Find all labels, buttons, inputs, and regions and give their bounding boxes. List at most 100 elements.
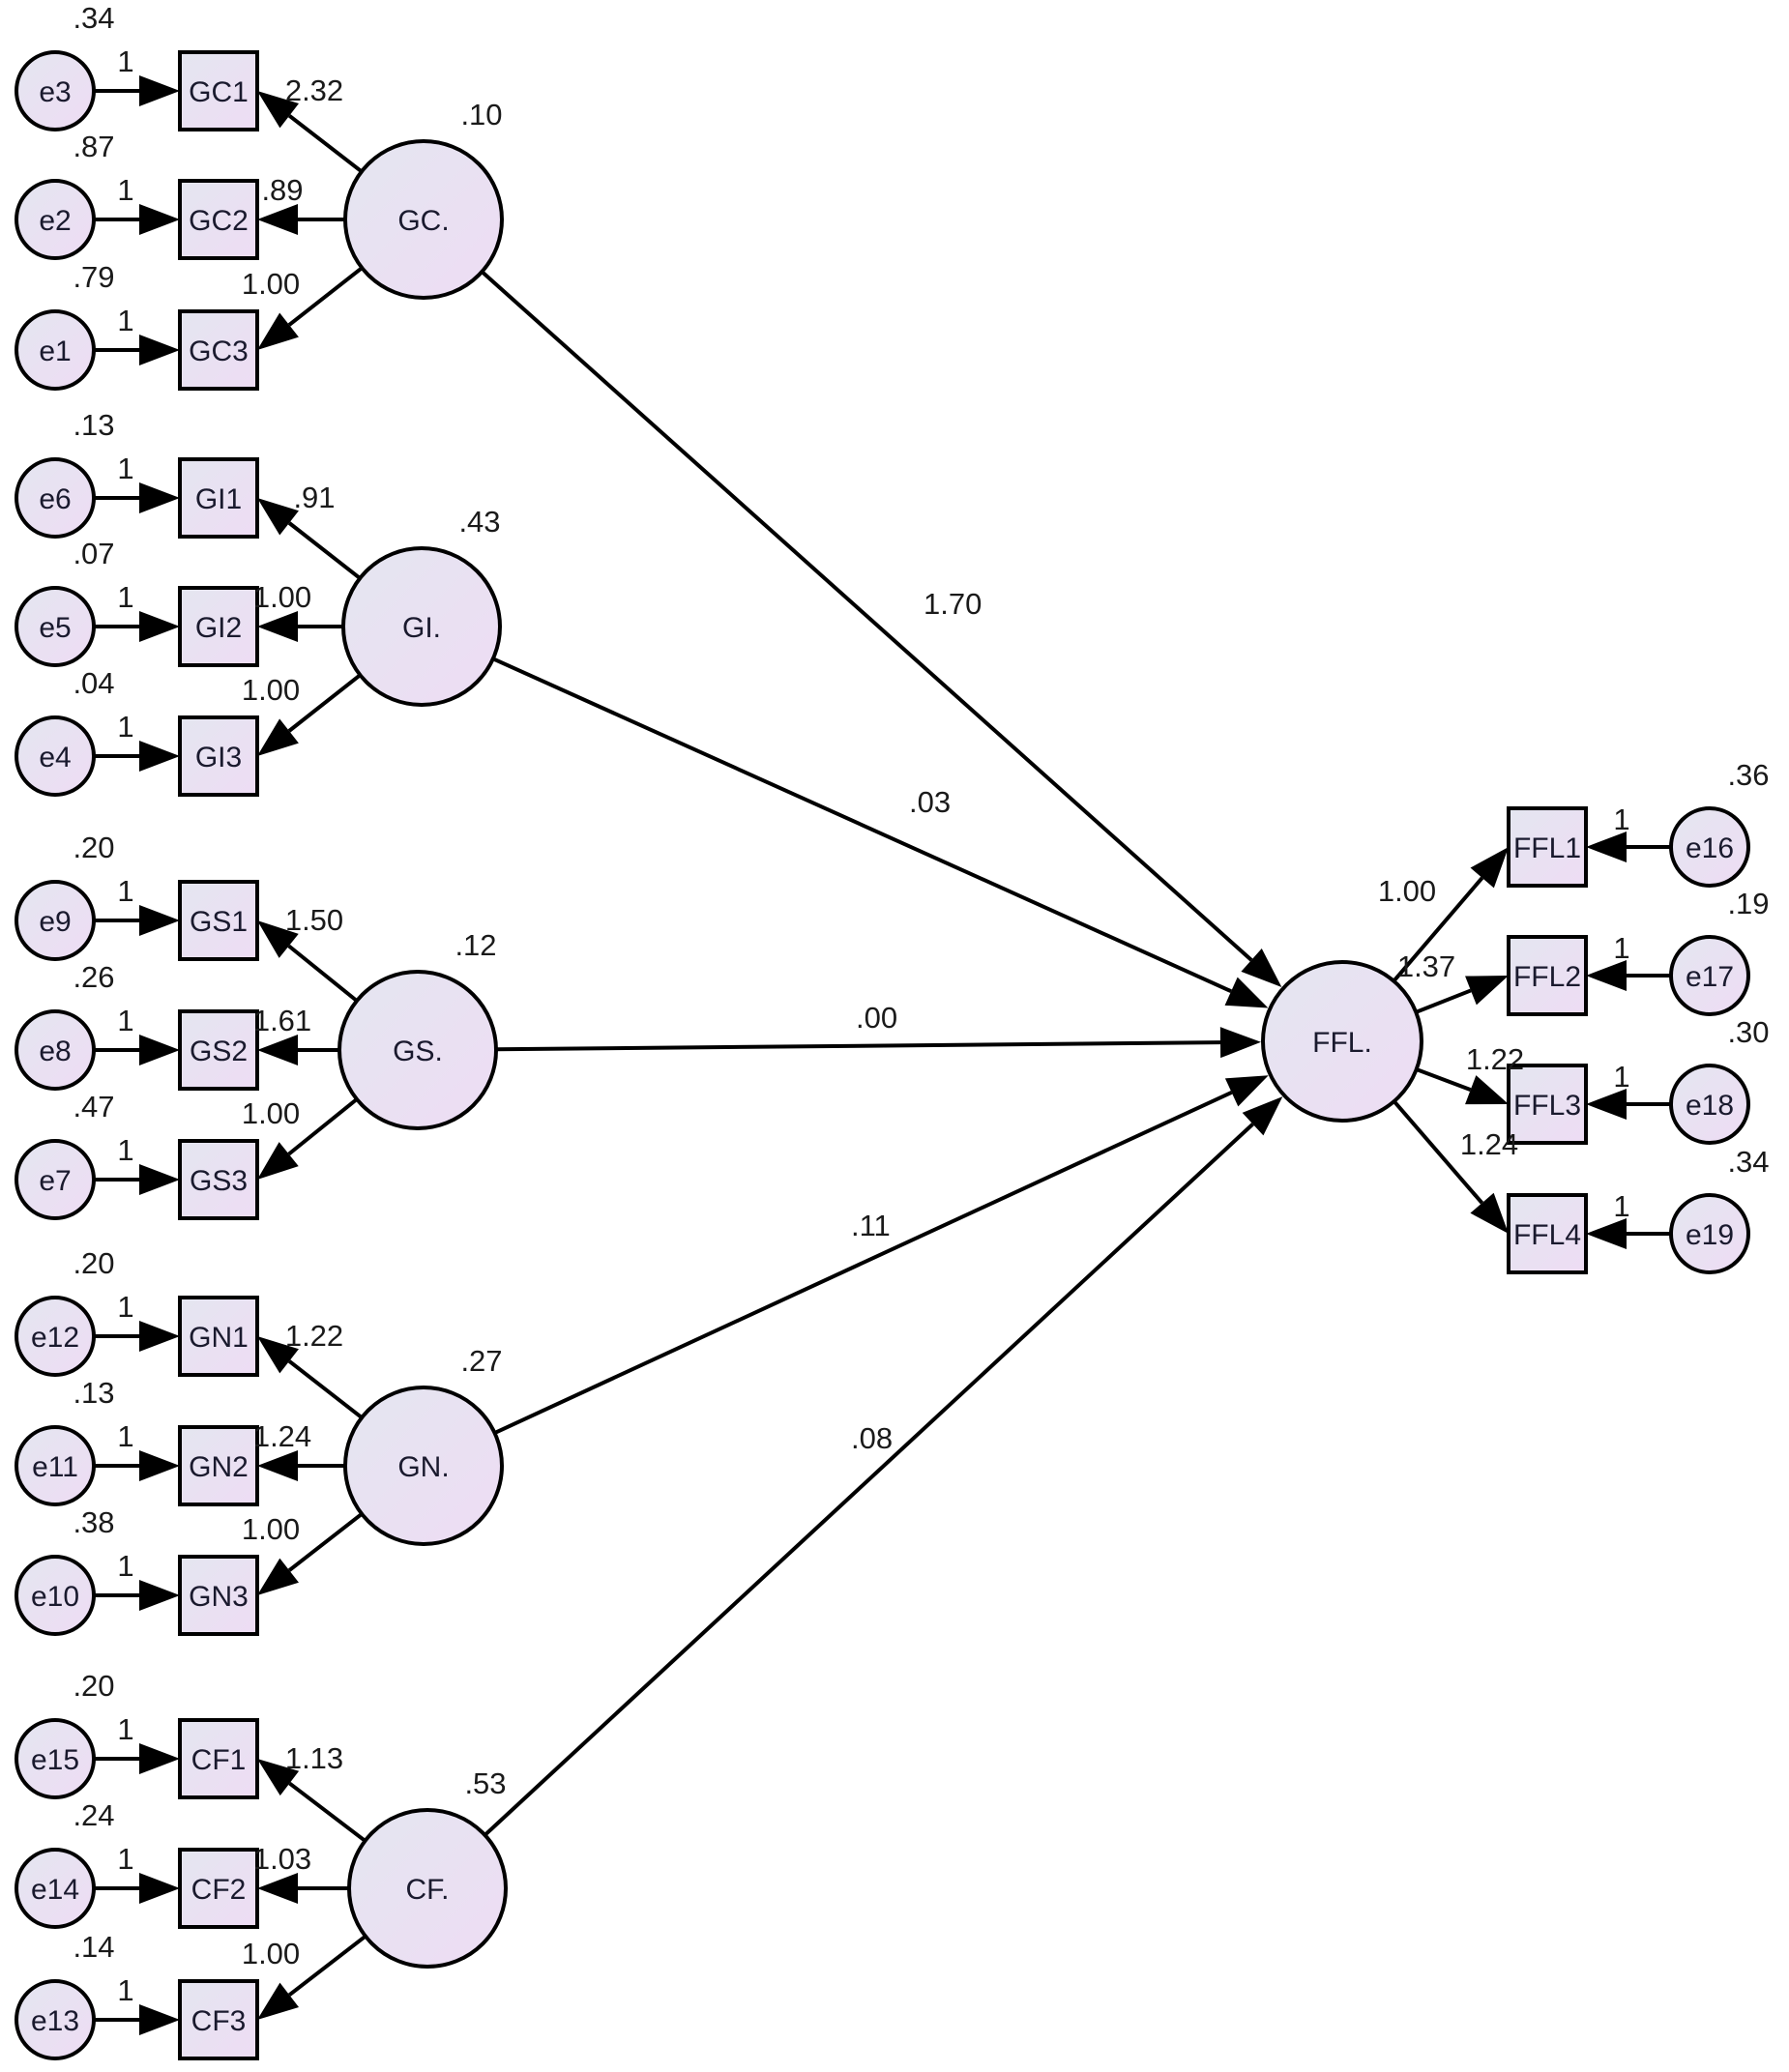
error-node-e10-label: e10	[31, 1581, 79, 1613]
error-node-e13[interactable]: e13	[15, 1979, 96, 2060]
loading-cf1: 1.13	[285, 1741, 343, 1775]
error-path-e9	[94, 905, 180, 936]
error-node-e1[interactable]: e1	[15, 309, 96, 391]
error-node-e6[interactable]: e6	[15, 457, 96, 539]
error-path-e5	[94, 611, 180, 642]
error-path-e11	[94, 1450, 180, 1481]
error-variance-e19: .34	[1727, 1145, 1769, 1179]
indicator-ffl3[interactable]: FFL3	[1507, 1064, 1588, 1145]
indicator-gi2[interactable]: GI2	[178, 586, 259, 667]
error-path-e16	[1586, 832, 1671, 862]
indicator-gs3[interactable]: GS3	[178, 1139, 259, 1220]
error-path-e7	[94, 1164, 180, 1195]
loading-path-gn3	[257, 1512, 364, 1595]
latent-node-gc[interactable]: GC.	[343, 139, 504, 300]
error-node-e13-label: e13	[31, 2005, 79, 2037]
indicator-gn2-label: GN2	[189, 1451, 249, 1483]
error-path-weight-e14: 1	[117, 1842, 133, 1876]
error-variance-e4: .04	[73, 666, 114, 700]
error-path-e1	[94, 335, 180, 365]
error-path-weight-e8: 1	[117, 1004, 133, 1037]
error-node-e16[interactable]: e16	[1669, 806, 1750, 888]
error-path-weight-e6: 1	[117, 452, 133, 485]
indicator-gc3[interactable]: GC3	[178, 309, 259, 391]
error-node-e7[interactable]: e7	[15, 1139, 96, 1220]
indicator-cf3[interactable]: CF3	[178, 1979, 259, 2060]
error-path-weight-e18: 1	[1613, 1060, 1629, 1094]
error-path-e13	[94, 2004, 180, 2035]
indicator-ffl4-label: FFL4	[1513, 1219, 1581, 1251]
error-variance-e15: .20	[73, 1669, 114, 1703]
indicator-gc1[interactable]: GC1	[178, 50, 259, 131]
indicator-gi3[interactable]: GI3	[178, 715, 259, 797]
error-node-e8[interactable]: e8	[15, 1009, 96, 1091]
error-node-e12[interactable]: e12	[15, 1296, 96, 1377]
loading-path-gn2	[257, 1450, 345, 1481]
indicator-cf2[interactable]: CF2	[178, 1848, 259, 1929]
indicator-gi1[interactable]: GI1	[178, 457, 259, 539]
indicator-gs2[interactable]: GS2	[178, 1009, 259, 1091]
indicator-ffl2[interactable]: FFL2	[1507, 935, 1588, 1016]
indicator-gn1[interactable]: GN1	[178, 1296, 259, 1377]
error-node-e16-label: e16	[1686, 832, 1734, 864]
error-node-e3[interactable]: e3	[15, 50, 96, 131]
error-path-weight-e5: 1	[117, 580, 133, 614]
error-node-e8-label: e8	[39, 1036, 71, 1067]
error-node-e2-label: e2	[39, 205, 71, 237]
error-node-e9[interactable]: e9	[15, 880, 96, 961]
loading-ffl2: 1.37	[1397, 949, 1455, 983]
error-node-e18[interactable]: e18	[1669, 1064, 1750, 1145]
error-node-e2[interactable]: e2	[15, 179, 96, 260]
error-node-e4[interactable]: e4	[15, 715, 96, 797]
error-node-e14[interactable]: e14	[15, 1848, 96, 1929]
latent-node-gs[interactable]: GS.	[337, 970, 498, 1130]
loading-path-gi1	[257, 498, 362, 580]
indicator-gc2[interactable]: GC2	[178, 179, 259, 260]
error-node-e17[interactable]: e17	[1669, 935, 1750, 1016]
loading-path-gc3	[257, 266, 364, 350]
indicator-gc2-label: GC2	[189, 205, 249, 237]
path-coefficient-cf: .08	[851, 1421, 893, 1455]
error-node-e19-label: e19	[1686, 1219, 1734, 1251]
loading-ffl4: 1.24	[1460, 1127, 1518, 1161]
indicator-gs3-label: GS3	[190, 1165, 248, 1197]
indicator-gn1-label: GN1	[189, 1322, 249, 1354]
indicator-gs1[interactable]: GS1	[178, 880, 259, 961]
error-path-e17	[1586, 960, 1671, 991]
error-node-e18-label: e18	[1686, 1090, 1734, 1122]
loading-gc1: 2.32	[285, 73, 343, 107]
error-node-e5[interactable]: e5	[15, 586, 96, 667]
indicator-gn2[interactable]: GN2	[178, 1425, 259, 1506]
indicator-ffl4[interactable]: FFL4	[1507, 1193, 1588, 1274]
loading-cf2: 1.03	[253, 1842, 311, 1876]
path-coefficient-gc: 1.70	[924, 587, 982, 621]
indicator-ffl1-label: FFL1	[1513, 832, 1581, 864]
loading-path-gi3	[257, 673, 362, 756]
error-variance-e13: .14	[73, 1930, 114, 1964]
error-node-e11[interactable]: e11	[15, 1425, 96, 1506]
error-variance-e16: .36	[1727, 758, 1769, 792]
path-coefficient-gn: .11	[851, 1209, 891, 1242]
loading-gs1: 1.50	[285, 903, 343, 937]
loading-path-gs1	[257, 920, 359, 1003]
loading-ffl1: 1.00	[1378, 874, 1436, 908]
loading-path-ffl2	[1415, 976, 1509, 1014]
indicator-cf1[interactable]: CF1	[178, 1718, 259, 1799]
latent-node-gs-label: GS.	[393, 1036, 443, 1067]
error-node-e15[interactable]: e15	[15, 1718, 96, 1799]
latent-node-cf[interactable]: CF.	[347, 1808, 508, 1969]
latent-node-ffl[interactable]: FFL.	[1261, 960, 1423, 1123]
loading-path-gc1	[257, 91, 364, 174]
latent-node-gi[interactable]: GI.	[341, 546, 502, 707]
error-path-e15	[94, 1743, 180, 1774]
indicator-gn3[interactable]: GN3	[178, 1555, 259, 1636]
error-node-e10[interactable]: e10	[15, 1555, 96, 1636]
indicator-gs2-label: GS2	[190, 1036, 248, 1067]
error-node-e4-label: e4	[39, 742, 71, 773]
edges-layer	[94, 75, 1671, 2035]
indicator-ffl1[interactable]: FFL1	[1507, 806, 1588, 888]
indicator-gn3-label: GN3	[189, 1581, 249, 1613]
error-path-weight-e16: 1	[1613, 803, 1629, 836]
latent-node-gn[interactable]: GN.	[343, 1386, 504, 1546]
error-node-e19[interactable]: e19	[1669, 1193, 1750, 1274]
